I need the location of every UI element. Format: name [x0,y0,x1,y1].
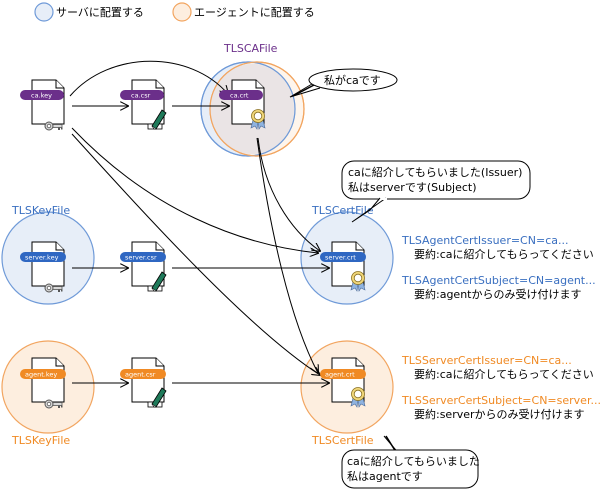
server-key-file-param: TLSKeyFile [11,204,70,217]
ca-key-file[interactable] [31,79,65,131]
svg-text:caに紹介してもらいました: caに紹介してもらいました [347,455,480,468]
ca-crt-file[interactable] [231,79,266,130]
server-key-label: server.key [25,254,59,262]
svg-text:私はagentです: 私はagentです [347,470,423,483]
config-key: TLSServerCertIssuer=CN=ca... [401,354,572,367]
config-summary: 要約:caに紹介してもらってください [414,367,594,381]
config-summary: 要約:agentからのみ受け付けます [414,287,581,301]
ca-key-label: ca.key [31,92,52,100]
legend-server-swatch [34,2,54,22]
server-side-config: TLSAgentCertIssuer=CN=ca... 要約:caに紹介してもら… [401,234,596,301]
server-speech-bubble: caに紹介してもらいました(Issuer) 私はserverです(Subject… [341,160,531,223]
arrow-cacrt-to-agentcrt [256,137,318,373]
ca-speech-bubble: 私がcaです [289,68,398,98]
ca-csr-label: ca.csr [131,92,151,100]
agent-key-file[interactable] [31,357,65,409]
server-csr-label: server.csr [125,254,157,262]
config-key: TLSAgentCertIssuer=CN=ca... [401,234,568,247]
ca-csr-file[interactable] [131,79,167,130]
arrow-cacrt-to-servercrt [257,137,320,251]
server-crt-file[interactable] [331,241,366,292]
svg-text:caに紹介してもらいました(Issuer): caに紹介してもらいました(Issuer) [348,166,522,179]
config-summary: 要約:caに紹介してもらってください [414,247,594,261]
ca-key-label-bg [20,90,64,100]
agent-speech-bubble: caに紹介してもらいました 私はagentです [341,435,480,489]
agent-csr-label: agent.csr [125,371,156,379]
server-key-file[interactable] [31,241,65,293]
legend-server-label: サーバに配置する [56,6,144,19]
svg-text:私がcaです: 私がcaです [324,73,381,87]
config-key: TLSServerCertSubject=CN=server... [401,394,601,407]
legend-agent-label: エージェントに配置する [194,6,315,19]
agent-side-config: TLSServerCertIssuer=CN=ca... 要約:caに紹介しても… [401,354,601,421]
config-summary: 要約:serverからのみ受け付けます [414,407,585,421]
agent-crt-file[interactable] [331,357,366,408]
arrow-cakey-to-servercrt [71,127,318,253]
arrow-cakey-to-cacrt [69,60,228,97]
agent-csr-file[interactable] [131,357,167,408]
arrows [69,60,329,383]
config-key: TLSAgentCertSubject=CN=agent... [401,274,596,287]
agent-crt-label: agent.crt [325,371,355,379]
agent-key-label: agent.key [25,371,57,379]
ca-file-param: TLSCAFile [223,42,278,55]
legend-agent-swatch [172,2,192,22]
arrow-cakey-to-agentcrt [71,133,320,375]
server-crt-label: server.crt [325,254,356,262]
server-cert-file-param: TLSCertFile [311,204,374,217]
agent-key-file-param: TLSKeyFile [11,434,70,447]
agent-cert-file-param: TLSCertFile [311,434,374,447]
ca-crt-label: ca.crt [230,92,249,100]
server-csr-file[interactable] [131,241,167,292]
legend: サーバに配置する エージェントに配置する [34,2,315,22]
svg-text:私はserverです(Subject): 私はserverです(Subject) [348,181,477,194]
